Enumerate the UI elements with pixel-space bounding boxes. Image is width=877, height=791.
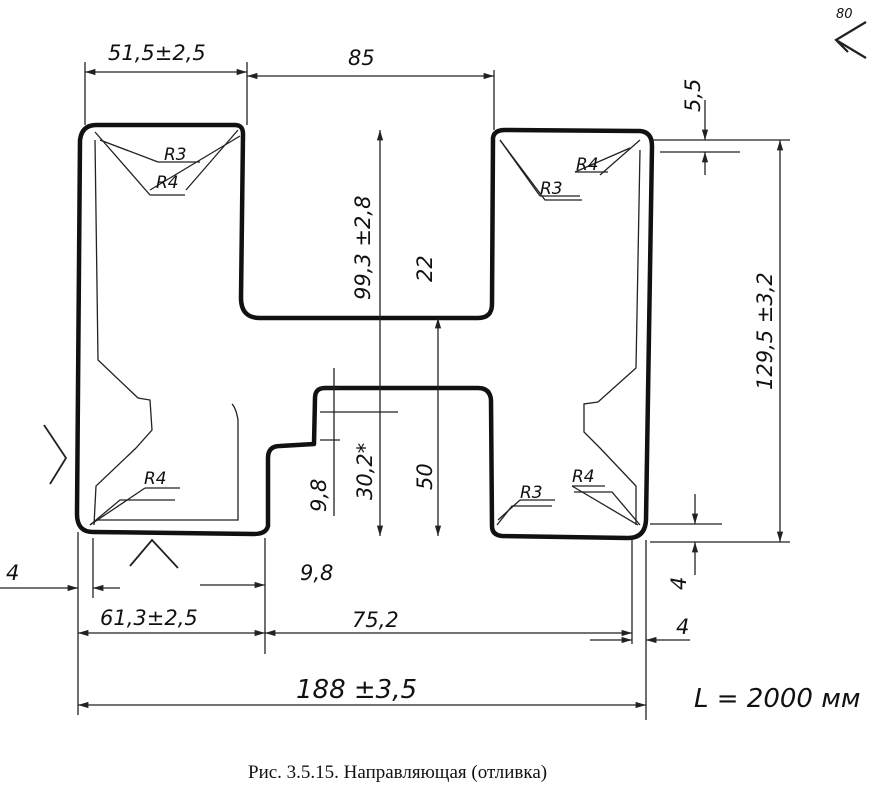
dim-bottom-right-step: 4 xyxy=(667,577,691,590)
dimension-lines xyxy=(0,68,784,709)
radius-tl-r4: R4 xyxy=(156,173,179,193)
dim-web: 22 xyxy=(413,255,437,282)
inner-contour-left xyxy=(89,129,239,526)
dim-groove-depth: 99,3 ±2,8 xyxy=(351,196,375,300)
dim-right-offset: 4 xyxy=(676,615,689,639)
dim-step-small: 9,8 xyxy=(307,479,331,512)
dim-left-offset: 4 xyxy=(6,561,19,585)
dim-top-step: 5,5 xyxy=(681,79,705,112)
dim-bottom-middle: 75,2 xyxy=(352,608,399,632)
dim-top-gap: 85 xyxy=(348,46,375,70)
radius-bl-r4: R4 xyxy=(144,469,167,489)
radius-tr-r4: R4 xyxy=(576,155,599,175)
dim-overall-height: 129,5 ±3,2 xyxy=(753,272,777,390)
extension-lines xyxy=(77,62,790,720)
dim-step-bottom: 9,8 xyxy=(300,561,333,585)
length-note: L = 2000 мм xyxy=(694,684,860,714)
radius-tr-r3: R3 xyxy=(540,179,563,199)
figure-caption: Рис. 3.5.15. Направляющая (отливка) xyxy=(248,762,547,783)
radius-leaders xyxy=(89,135,639,526)
radius-br-r3: R3 xyxy=(520,483,543,503)
dim-top-left-width: 51,5±2,5 xyxy=(108,41,206,65)
surface-finish-symbols xyxy=(43,21,867,569)
radius-tl-r3: R3 xyxy=(164,145,187,165)
inner-contour-right xyxy=(496,139,641,526)
dim-bottom-left-width: 61,3±2,5 xyxy=(100,606,198,630)
dim-lower-step: 30,2* xyxy=(353,443,377,500)
roughness-symbol-icon xyxy=(834,21,867,59)
profile-outline xyxy=(74,122,655,541)
radius-br-r4: R4 xyxy=(572,467,595,487)
dim-lower-height: 50 xyxy=(413,463,437,490)
roughness-value: 80 xyxy=(836,7,853,22)
dim-overall-width: 188 ±3,5 xyxy=(296,675,417,705)
